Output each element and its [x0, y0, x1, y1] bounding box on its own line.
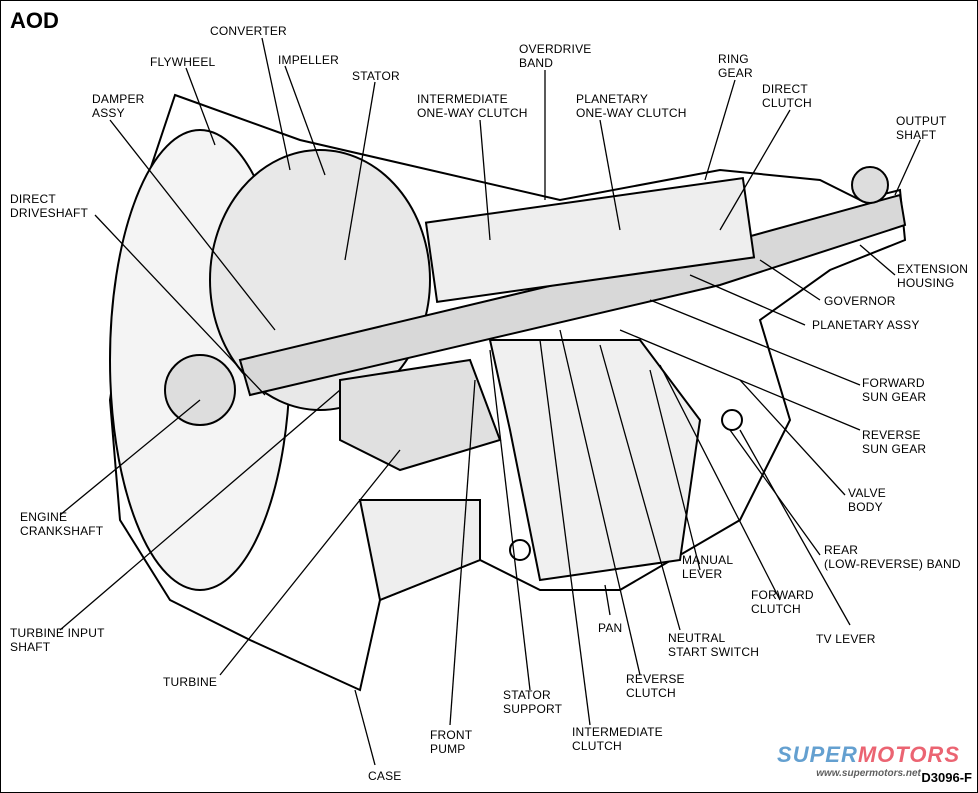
label-reverse-sun-gear: REVERSE SUN GEAR	[862, 428, 927, 456]
watermark-brand-a: SUPER	[777, 742, 858, 767]
label-ring-gear: RING GEAR	[718, 52, 753, 80]
transmission-body	[108, 93, 907, 692]
label-direct-clutch: DIRECT CLUTCH	[762, 82, 812, 110]
diagram-title: AOD	[10, 8, 59, 33]
label-governor: GOVERNOR	[824, 294, 896, 308]
label-valve-body: VALVE BODY	[848, 486, 886, 514]
label-stator: STATOR	[352, 69, 400, 83]
label-forward-clutch: FORWARD CLUTCH	[751, 588, 814, 616]
label-tv-lever: TV LEVER	[816, 632, 876, 646]
watermark-url: www.supermotors.net	[816, 768, 921, 779]
label-pan: PAN	[598, 621, 623, 635]
label-rear-band: REAR (LOW-REVERSE) BAND	[824, 543, 961, 571]
watermark-brand-b: MOTORS	[857, 742, 960, 767]
label-output-shaft: OUTPUT SHAFT	[896, 114, 947, 142]
label-reverse-clutch: REVERSE CLUTCH	[626, 672, 685, 700]
label-converter: CONVERTER	[210, 24, 287, 38]
label-intermediate-one-way-clutch: INTERMEDIATE ONE-WAY CLUTCH	[417, 92, 528, 120]
label-case: CASE	[368, 769, 402, 783]
label-planetary-assy: PLANETARY ASSY	[812, 318, 920, 332]
label-stator-support: STATOR SUPPORT	[503, 688, 563, 716]
label-front-pump: FRONT PUMP	[430, 728, 473, 756]
figure-code: D3096-F	[921, 770, 972, 785]
label-damper-assy: DAMPER ASSY	[92, 92, 145, 120]
label-neutral-start-switch: NEUTRAL START SWITCH	[668, 631, 760, 659]
label-intermediate-clutch: INTERMEDIATE CLUTCH	[572, 725, 663, 753]
label-turbine-input-shaft: TURBINE INPUT SHAFT	[10, 626, 105, 654]
label-overdrive-band: OVERDRIVE BAND	[519, 42, 592, 70]
label-turbine: TURBINE	[163, 675, 218, 689]
label-impeller: IMPELLER	[278, 53, 339, 67]
label-extension-housing: EXTENSION HOUSING	[897, 262, 969, 290]
leader-lines	[59, 37, 921, 766]
label-direct-driveshaft: DIRECT DRIVESHAFT	[10, 192, 89, 220]
label-manual-lever: MANUAL LEVER	[682, 553, 734, 581]
label-planetary-one-way-clutch: PLANETARY ONE-WAY CLUTCH	[576, 92, 687, 120]
label-engine-crankshaft: ENGINE CRANKSHAFT	[20, 510, 104, 538]
label-flywheel: FLYWHEEL	[150, 55, 216, 69]
label-forward-sun-gear: FORWARD SUN GEAR	[862, 376, 927, 404]
watermark-logo: SUPERMOTORS www.supermotors.net	[777, 742, 960, 779]
